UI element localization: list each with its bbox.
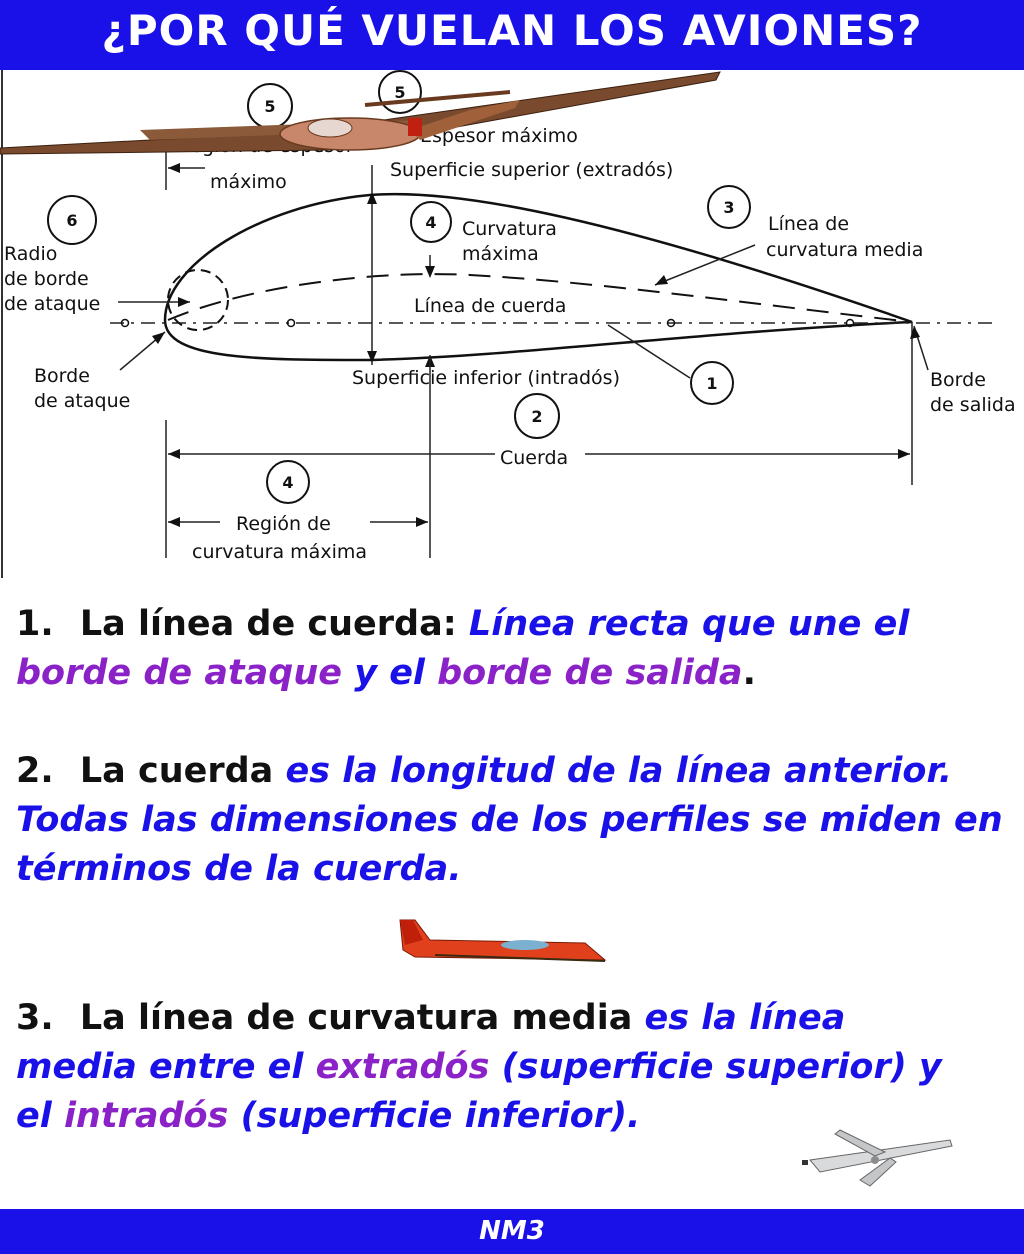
number-circle-5-right: 5: [378, 70, 422, 114]
label-maxima: máxima: [462, 243, 539, 265]
item-1: 1. La línea de cuerda: Línea recta que u…: [16, 600, 1006, 698]
svg-text:4: 4: [282, 473, 293, 492]
svg-text:6: 6: [66, 211, 77, 230]
label-linea-de-cuerda: Línea de cuerda: [414, 295, 566, 317]
item-3-text-b: (superficie superior) y el: [16, 1047, 942, 1136]
item-1-number: 1.: [16, 604, 54, 644]
svg-text:5: 5: [264, 97, 275, 116]
svg-text:3: 3: [723, 198, 734, 217]
item-3-text-a: es la línea media entre el: [16, 998, 846, 1087]
label-de-ataque: de ataque: [4, 293, 100, 315]
label-curvatura-maxima: curvatura máxima: [192, 541, 367, 563]
label-superficie-inferior: Superficie inferior (intradós): [352, 367, 620, 389]
label-curvatura-media: curvatura media: [766, 239, 923, 261]
item-1-lead: La línea de cuerda:: [79, 604, 457, 644]
label-cuerda: Cuerda: [500, 447, 568, 469]
item-2-lead: La cuerda: [79, 751, 274, 791]
label-espesor-maximo: Espesor máximo: [420, 125, 578, 147]
item-2: 2. La cuerda es la longitud de la línea …: [16, 747, 1006, 894]
item-2-text: es la longitud de la línea anterior. Tod…: [16, 751, 1003, 889]
mean-camber-line: [167, 273, 913, 323]
title-bar: ¿POR QUÉ VUELAN LOS AVIONES?: [0, 0, 1024, 70]
svg-text:2: 2: [531, 407, 542, 426]
airfoil-svg: 1 2 3 4 4 5 5 6 Región d: [0, 70, 1016, 578]
item-2-number: 2.: [16, 751, 54, 791]
footer-bar: NM3: [0, 1209, 1024, 1254]
item-3: 3. La línea de curvatura media es la lín…: [16, 994, 976, 1141]
number-circle-2: 2: [514, 393, 560, 439]
glider-illustration: [0, 71, 721, 155]
item-3-text-c: (superficie inferior).: [240, 1096, 641, 1136]
number-circle-5-left: 5: [247, 83, 293, 129]
item-3-extrados: extradós: [315, 1047, 490, 1087]
svg-text:4: 4: [425, 213, 436, 232]
label-superficie-superior: Superficie superior (extradós): [390, 159, 673, 181]
orange-jet-illustration: [399, 919, 607, 962]
number-circle-4-bottom: 4: [266, 460, 310, 504]
svg-text:5: 5: [394, 83, 405, 102]
airfoil-diagram: 1 2 3 4 4 5 5 6 Región d: [0, 70, 1024, 578]
item-1-text-b: y el: [354, 653, 425, 693]
label-borde-salida-2: de salida: [930, 394, 1016, 416]
number-circle-6: 6: [47, 195, 97, 245]
gray-jet-illustration: [802, 1129, 953, 1187]
item-3-number: 3.: [16, 998, 54, 1038]
svg-text:1: 1: [706, 374, 717, 393]
label-region-de: Región de: [236, 513, 331, 535]
label-borde-ataque-1: Borde: [34, 365, 90, 387]
label-linea-de: Línea de: [768, 213, 849, 235]
footer-text: NM3: [479, 1216, 545, 1246]
number-circle-4-top: 4: [410, 201, 452, 243]
item-1-borde-salida: borde de salida: [437, 653, 743, 693]
label-borde-ataque-2: de ataque: [34, 390, 130, 412]
item-3-lead: La línea de curvatura media: [79, 998, 633, 1038]
item-1-text-a: Línea recta que une el: [468, 604, 910, 644]
item-3-intrados: intradós: [63, 1096, 229, 1136]
item-1-borde-ataque: borde de ataque: [16, 653, 342, 693]
label-borde-salida-1: Borde: [930, 369, 986, 391]
page-title: ¿POR QUÉ VUELAN LOS AVIONES?: [101, 6, 923, 55]
item-1-period: .: [742, 653, 756, 693]
label-radio: Radio: [4, 243, 57, 265]
label-curvatura: Curvatura: [462, 218, 557, 240]
leading-edge-radius-circle: [167, 269, 229, 331]
label-maximo: máximo: [210, 171, 287, 193]
number-circle-3: 3: [707, 185, 751, 229]
number-circle-1: 1: [690, 361, 734, 405]
label-de-borde: de borde: [4, 268, 89, 290]
